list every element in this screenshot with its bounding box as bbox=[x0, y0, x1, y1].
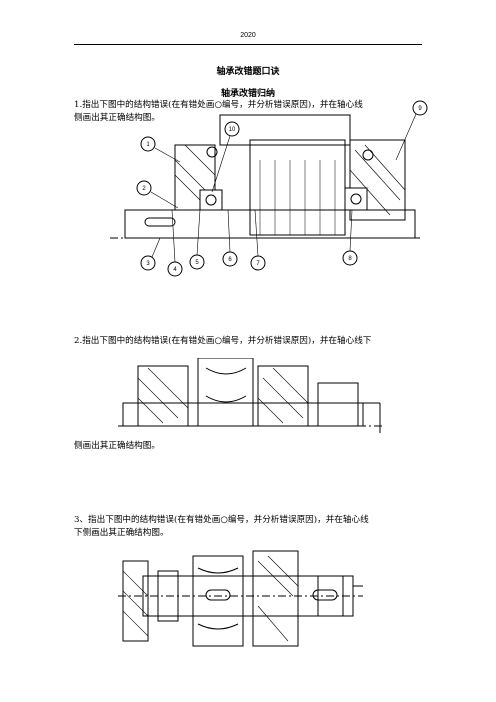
svg-text:4: 4 bbox=[173, 267, 177, 273]
question-3-line1: 3、指出下图中的结构错误(在有错处画○编号，并分析错误原因)，并在轴心线 bbox=[74, 515, 369, 525]
figure-3-shaft-assembly bbox=[118, 550, 363, 647]
callout-4: 4 bbox=[167, 209, 183, 277]
callout-8: 8 bbox=[342, 209, 358, 266]
svg-text:7: 7 bbox=[256, 261, 260, 267]
question-1: 1.指出下图中的结构错误(在有错处画○编号，并分析错误原因)，并在轴心线 侧画出… bbox=[74, 99, 424, 125]
callout-6: 6 bbox=[222, 209, 238, 267]
document-subtitle: 轴承改错归纳 bbox=[220, 89, 275, 99]
question-3-line2: 下侧画出其正确结构图。 bbox=[74, 528, 169, 538]
question-2-line1: 2.指出下图中的结构错误(在有错处画○编号，并分析错误原因)，并在轴心线下 bbox=[74, 336, 372, 346]
question-1-line1: 1.指出下图中的结构错误(在有错处画○编号，并分析错误原因)，并在轴心线 bbox=[74, 100, 363, 110]
svg-text:3: 3 bbox=[146, 261, 150, 267]
svg-text:9: 9 bbox=[418, 106, 422, 112]
callout-1: 1 bbox=[140, 136, 181, 163]
callout-10: 10 bbox=[211, 121, 240, 193]
svg-text:6: 6 bbox=[228, 257, 232, 263]
figure-2-shaft-assembly bbox=[118, 358, 383, 433]
document-title: 轴承改错题口诀 bbox=[216, 67, 280, 77]
svg-text:8: 8 bbox=[348, 256, 352, 262]
svg-text:5: 5 bbox=[195, 260, 199, 266]
left-bolt bbox=[206, 146, 218, 158]
gear-block bbox=[249, 139, 346, 236]
svg-text:1: 1 bbox=[146, 142, 150, 148]
right-bolt bbox=[362, 149, 374, 161]
callout-7: 7 bbox=[250, 209, 266, 271]
callout-5: 5 bbox=[189, 209, 205, 270]
right-bearing bbox=[344, 187, 368, 211]
question-1-line2: 侧画出其正确结构图。 bbox=[74, 113, 160, 123]
callout-3: 3 bbox=[140, 237, 161, 271]
figure-1-shaft-assembly: 1 2 3 4 5 6 7 8 9 10 bbox=[110, 100, 428, 277]
svg-text:10: 10 bbox=[229, 127, 236, 133]
callout-2: 2 bbox=[136, 180, 179, 209]
question-2-line2: 侧画出其正确结构图。 bbox=[74, 441, 160, 451]
question-3: 3、指出下图中的结构错误(在有错处画○编号，并分析错误原因)，并在轴心线 下侧画… bbox=[74, 514, 424, 540]
callout-9: 9 bbox=[395, 100, 428, 161]
page-header-year: 2020 bbox=[240, 32, 256, 39]
svg-text:2: 2 bbox=[142, 186, 146, 192]
left-bearing bbox=[199, 189, 223, 211]
header-rule bbox=[74, 44, 422, 45]
